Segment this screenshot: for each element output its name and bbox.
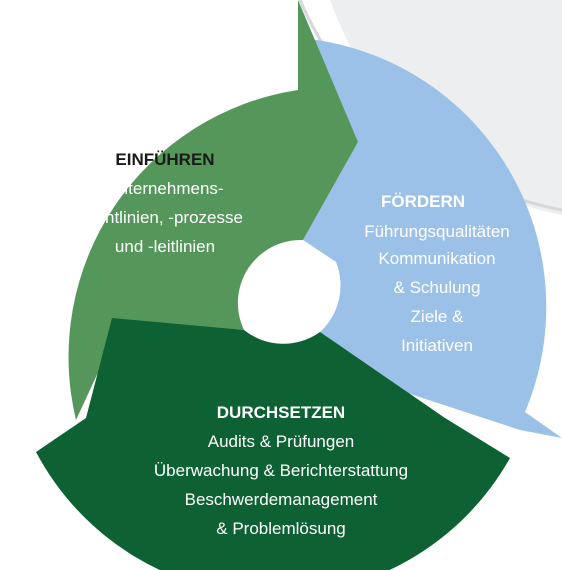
foerdern-line-2: Kommunikation <box>378 249 495 268</box>
foerdern-text: FÖRDERN Führungsqualitäten Kommunikation… <box>364 192 510 355</box>
segment-einfuehren <box>68 0 358 420</box>
foerdern-line-5: Initiativen <box>401 336 473 355</box>
foerdern-line-3: & Schulung <box>394 278 481 297</box>
durchsetzen-line-4: & Problemlösung <box>216 519 345 538</box>
foerdern-title: FÖRDERN <box>381 192 465 211</box>
segment-foerdern <box>300 38 562 438</box>
einfuehren-line-3: und -leitlinien <box>115 237 215 256</box>
durchsetzen-text: DURCHSETZEN Audits & Prüfungen Überwachu… <box>154 403 408 538</box>
einfuehren-title: EINFÜHREN <box>115 150 214 169</box>
foerdern-line-1: Führungsqualitäten <box>364 222 510 241</box>
durchsetzen-line-1: Audits & Prüfungen <box>208 432 354 451</box>
einfuehren-text: EINFÜHREN Unternehmens- richtlinien, -pr… <box>87 150 243 256</box>
durchsetzen-title: DURCHSETZEN <box>217 403 345 422</box>
foerdern-line-4: Ziele & <box>411 307 465 326</box>
segment-durchsetzen <box>36 318 510 570</box>
durchsetzen-line-3: Beschwerdemanagement <box>185 490 378 509</box>
einfuehren-line-1: Unternehmens- <box>106 179 223 198</box>
durchsetzen-line-2: Überwachung & Berichterstattung <box>154 461 408 480</box>
einfuehren-line-2: richtlinien, -prozesse <box>87 208 243 227</box>
